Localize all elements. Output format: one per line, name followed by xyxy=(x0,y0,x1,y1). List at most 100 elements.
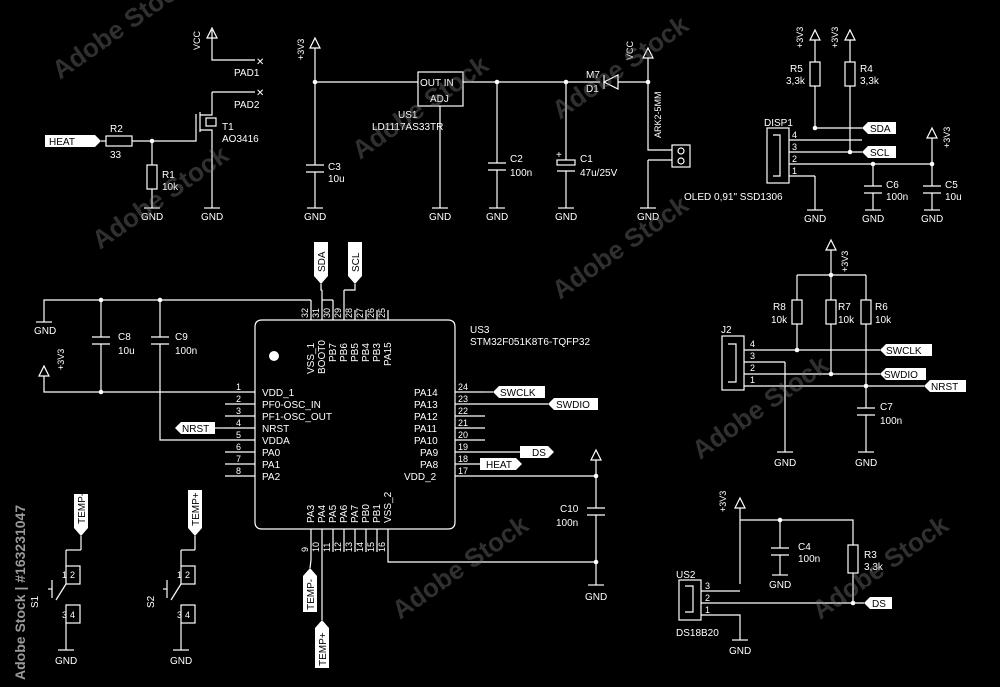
pin-num: 30 xyxy=(322,308,332,318)
gnd-label: GND xyxy=(855,458,877,469)
svg-text:2: 2 xyxy=(70,570,75,580)
r4-ref: R4 xyxy=(860,64,873,75)
pin-num: 17 xyxy=(458,466,468,476)
heat-mcu-label xyxy=(480,458,522,470)
pin-num: 24 xyxy=(458,382,468,392)
pin-name: PB0 xyxy=(361,504,372,523)
button-s2: TEMP+ 1 2 3 4 GND S2 xyxy=(146,490,202,667)
svg-text:GND: GND xyxy=(769,580,791,591)
svg-text:Adobe Stock: Adobe Stock xyxy=(546,189,694,305)
svg-text:2: 2 xyxy=(705,593,710,603)
m7-label: M7 xyxy=(586,70,600,81)
nrst-net-label xyxy=(175,422,215,434)
pin-num: 5 xyxy=(236,430,241,440)
svg-text:1: 1 xyxy=(705,605,710,615)
c4-value: 100n xyxy=(798,554,820,565)
r2-ref: R2 xyxy=(110,124,123,135)
c6-value: 100n xyxy=(886,192,908,203)
c10-value: 100n xyxy=(556,518,578,529)
scl-text: SCL xyxy=(870,148,890,159)
pin-num: 31 xyxy=(311,308,321,318)
r1-value: 10k xyxy=(162,182,179,193)
us2-value: DS18B20 xyxy=(676,628,719,639)
r2-value: 33 xyxy=(110,150,122,161)
swdio-net-label xyxy=(548,398,598,410)
swclk-text: SWCLK xyxy=(500,388,536,399)
temp-plus-mcu-text: TEMP+ xyxy=(318,632,329,666)
pin-name: PB4 xyxy=(361,343,372,362)
pin-num: 7 xyxy=(236,454,241,464)
pin-name: PB1 xyxy=(372,504,383,523)
c6-ref: C6 xyxy=(886,180,899,191)
j2-pin: 2 xyxy=(750,363,755,373)
j2-pin: 1 xyxy=(750,375,755,385)
svg-text:Adobe Stock: Adobe Stock xyxy=(346,49,494,165)
pin-name: PB7 xyxy=(328,343,339,362)
gnd-label: GND xyxy=(804,214,826,225)
pin-name: PB6 xyxy=(339,343,350,362)
x-mark: ✕ xyxy=(256,57,264,68)
c1-plus: + xyxy=(556,150,562,161)
c8-ref: C8 xyxy=(118,332,131,343)
v33-label: +3V3 xyxy=(718,491,728,512)
pin-num: 4 xyxy=(236,418,241,428)
mcu-bottom-pins: 9 10 11 12 13 14 15 16 PA3 PA4 PA5 PA6 P… xyxy=(300,491,394,560)
gnd-label: GND xyxy=(486,212,508,223)
c8-value: 10u xyxy=(118,346,135,357)
pin-num: 2 xyxy=(236,394,241,404)
vcc-label-heater: VCC xyxy=(192,30,202,50)
pin-name: VDDA xyxy=(262,436,290,447)
svg-text:Adobe Stock: Adobe Stock xyxy=(686,349,834,465)
c10-ref: C10 xyxy=(560,504,579,515)
scl-v-text: SCL xyxy=(351,252,362,272)
pin-num: 29 xyxy=(333,308,343,318)
sda-v-text: SDA xyxy=(317,251,328,272)
us2-connector xyxy=(678,579,702,621)
svg-text:Adobe Stock: Adobe Stock xyxy=(386,509,534,625)
disp-pin: 4 xyxy=(792,130,797,140)
c5-value: 10u xyxy=(945,192,962,203)
v33-label: +3V3 xyxy=(840,251,850,272)
svg-text:3: 3 xyxy=(177,610,182,620)
pin-name: PA4 xyxy=(317,504,328,523)
disp-pin: 3 xyxy=(792,142,797,152)
r8-value: 10k xyxy=(771,315,788,326)
pin-num: 1 xyxy=(236,382,241,392)
swdio-text: SWDIO xyxy=(556,400,590,411)
pin-num: 23 xyxy=(458,394,468,404)
mcu-top-pins: 32 31 30 29 28 27 26 25 VSS_1 BOOT0 PB7 … xyxy=(300,290,394,374)
disp-value: OLED 0,91" SSD1306 xyxy=(684,192,783,203)
svg-text:4: 4 xyxy=(185,610,190,620)
side-watermark: Adobe Stock | #163231047 xyxy=(12,505,28,680)
vcc-label-reg: VCC xyxy=(625,40,635,60)
nrst-text-r: NRST xyxy=(931,382,958,393)
t1-value: AO3416 xyxy=(222,134,259,145)
svg-text:1: 1 xyxy=(177,570,182,580)
c9-value: 100n xyxy=(175,346,197,357)
resistor-r4 xyxy=(844,61,856,87)
r5-ref: R5 xyxy=(790,64,803,75)
pad1-label: PAD1 xyxy=(234,68,260,79)
c3-ref: C3 xyxy=(328,162,341,173)
svg-text:GND: GND xyxy=(729,646,751,657)
resistor-r7 xyxy=(825,299,837,325)
temp-minus-mcu-text: TEMP- xyxy=(306,579,317,610)
pin-num: 3 xyxy=(236,406,241,416)
gnd-label: GND xyxy=(862,214,884,225)
pin-name: PF1-OSC_OUT xyxy=(262,412,332,423)
pin-name: PB3 xyxy=(372,343,383,362)
c2-ref: C2 xyxy=(510,154,523,165)
mosfet-t1 xyxy=(195,92,217,208)
gnd-label: GND xyxy=(304,212,326,223)
sda-vertical-label xyxy=(314,242,328,276)
pin-num: 19 xyxy=(458,442,468,452)
d1-label: D1 xyxy=(586,84,599,95)
mcu-right-pins: 24 23 22 21 20 19 18 17 PA14 PA13 PA12 P… xyxy=(404,382,485,483)
oled-circuit: +3V3 R5 3,3k +3V3 R4 3,3k DISP1 4 3 2 1 … xyxy=(684,27,962,225)
heat-mcu-text: HEAT xyxy=(486,460,512,471)
j2-ref: J2 xyxy=(721,325,732,336)
pin-name: VSS_1 xyxy=(306,342,317,374)
pin-num: 8 xyxy=(236,466,241,476)
pin-name: PA14 xyxy=(414,388,438,399)
pin-name: PA3 xyxy=(306,504,317,523)
